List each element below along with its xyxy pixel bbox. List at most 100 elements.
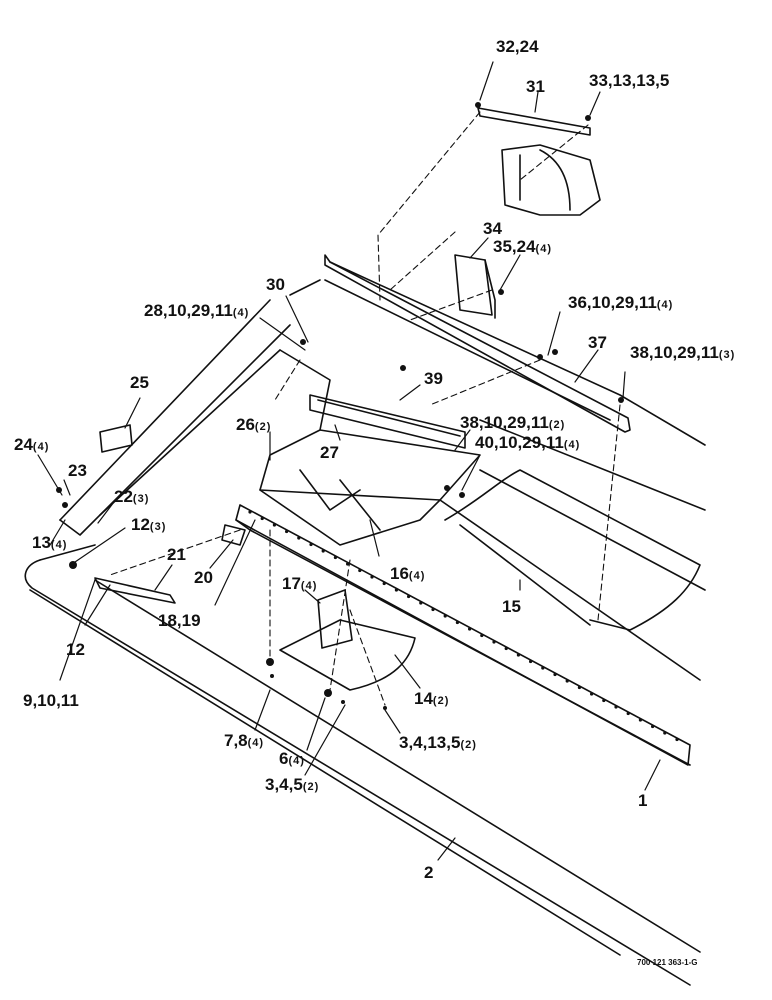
rail-hole xyxy=(443,614,447,618)
callout-3-4-13-5: 3,4,13,5(2) xyxy=(399,734,477,751)
callout-12b: 12 xyxy=(66,641,85,658)
rail-hole xyxy=(260,516,264,521)
callout-6: 6(4) xyxy=(279,750,305,767)
lever-21 xyxy=(94,524,246,604)
rail-hole xyxy=(431,607,435,612)
callout-quantity: (2) xyxy=(460,739,477,751)
callout-15: 15 xyxy=(502,598,521,615)
callout-text: 28,10,29,11 xyxy=(144,301,233,320)
fasteners xyxy=(56,102,624,710)
callout-text: 3,4,5 xyxy=(265,775,303,794)
rail-hole xyxy=(297,536,301,540)
callout-text: 3,4,13,5 xyxy=(399,733,461,752)
assembly-lines xyxy=(109,111,621,706)
callout-text: 18,19 xyxy=(158,611,201,630)
callout-quantity: (4) xyxy=(535,243,552,255)
rail-hole xyxy=(480,633,484,638)
rail-hole xyxy=(565,679,569,683)
callout-7-8: 7,8(4) xyxy=(224,732,264,749)
callout-quantity: (4) xyxy=(656,299,674,311)
callout-text: 31 xyxy=(526,77,545,96)
callout-38-10-29-11-b: 38,10,29,11(2) xyxy=(460,414,565,431)
callout-30: 30 xyxy=(266,276,285,293)
callout-text: 27 xyxy=(320,443,339,462)
callout-32-24: 32,24 xyxy=(496,38,539,55)
callout-33-13-13-5: 33,13,13,5 xyxy=(589,72,669,89)
rail-hole xyxy=(553,672,557,677)
callout-quantity: (2) xyxy=(432,695,450,707)
bracket-34 xyxy=(454,254,496,319)
callout-text: 17 xyxy=(282,574,301,593)
base-beam xyxy=(24,544,701,986)
rail-hole xyxy=(346,562,350,566)
callout-quantity: (4) xyxy=(563,439,581,451)
drawing-reference-number: 700 121 363-1-G xyxy=(637,958,698,967)
callout-text: 21 xyxy=(167,545,186,564)
rail-hole xyxy=(663,731,667,735)
callout-text: 36,10,29,11 xyxy=(568,293,657,312)
callout-text: 33,13,13,5 xyxy=(589,71,670,90)
plate-25 xyxy=(99,424,133,453)
callout-39: 39 xyxy=(424,370,443,387)
callout-text: 14 xyxy=(414,689,433,708)
callout-22: 22(3) xyxy=(114,488,149,505)
callout-text: 1 xyxy=(638,791,648,810)
callout-34: 34 xyxy=(483,220,502,237)
callout-quantity: (4) xyxy=(232,307,250,319)
rail-hole xyxy=(285,529,289,534)
callout-24: 24(4) xyxy=(14,436,49,453)
callout-text: 16 xyxy=(390,564,409,583)
callout-text: 30 xyxy=(266,275,285,294)
callout-17: 17(4) xyxy=(282,575,317,592)
callout-quantity: (3) xyxy=(149,521,167,533)
callout-text: 38,10,29,11 xyxy=(630,343,719,362)
rail-hole xyxy=(516,653,521,657)
rail-hole xyxy=(602,698,606,703)
rail-hole xyxy=(321,549,325,553)
callout-text: 15 xyxy=(502,597,521,616)
callout-13: 13(4) xyxy=(32,534,67,551)
rail-hole xyxy=(333,555,337,560)
rail-hole xyxy=(248,510,252,514)
rail-hole xyxy=(541,666,545,670)
callout-text: 40,10,29,11 xyxy=(475,433,564,452)
rail-hole xyxy=(577,685,582,690)
callout-quantity: (4) xyxy=(32,441,50,453)
callout-text: 37 xyxy=(588,333,607,352)
callout-36-10-29-11: 36,10,29,11(4) xyxy=(568,294,673,311)
trough-15 xyxy=(444,469,701,631)
callout-text: 35,24 xyxy=(493,237,536,256)
rail-hole xyxy=(468,627,472,631)
callout-text: 26 xyxy=(236,415,255,434)
callout-16: 16(4) xyxy=(390,565,425,582)
rail-hole xyxy=(358,568,362,573)
callout-text: 20 xyxy=(194,568,213,587)
rail-hole xyxy=(651,724,655,729)
callout-text: 9,10,11 xyxy=(23,691,79,710)
leader-lines xyxy=(37,61,661,861)
rail-hole xyxy=(529,659,533,664)
callout-38-10-29-11-a: 38,10,29,11(3) xyxy=(630,344,735,361)
rail-hole xyxy=(419,601,423,605)
callout-14: 14(2) xyxy=(414,690,449,707)
callout-18-19: 18,19 xyxy=(158,612,201,629)
callout-37: 37 xyxy=(588,334,607,351)
callout-21: 21 xyxy=(167,546,186,563)
callout-quantity: (4) xyxy=(300,580,318,592)
callout-text: 25 xyxy=(130,373,149,392)
channel-39 xyxy=(309,394,466,449)
callout-text: 32,24 xyxy=(496,37,539,56)
callout-1: 1 xyxy=(638,792,647,809)
callout-text: 12 xyxy=(131,515,150,534)
callout-25: 25 xyxy=(130,374,149,391)
rail-hole xyxy=(590,692,594,696)
callout-text: 22 xyxy=(114,487,133,506)
rail-hole xyxy=(407,594,411,599)
rail-hole xyxy=(370,575,374,579)
callout-text: 34 xyxy=(483,219,502,238)
upper-frame xyxy=(59,261,706,681)
rail-hole xyxy=(455,620,459,625)
callout-text: 6 xyxy=(279,749,289,768)
